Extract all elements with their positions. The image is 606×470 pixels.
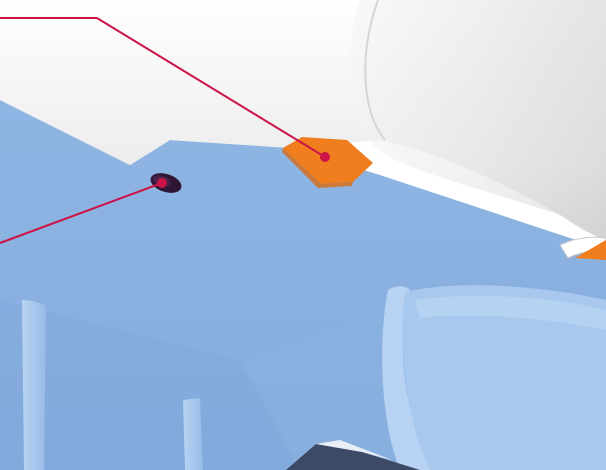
left-rib — [22, 300, 46, 470]
callout-dot-dark-hole — [157, 178, 167, 188]
callout-dot-orange-pad — [320, 152, 330, 162]
middle-rib — [183, 398, 203, 470]
right-rib-structure — [382, 285, 606, 470]
